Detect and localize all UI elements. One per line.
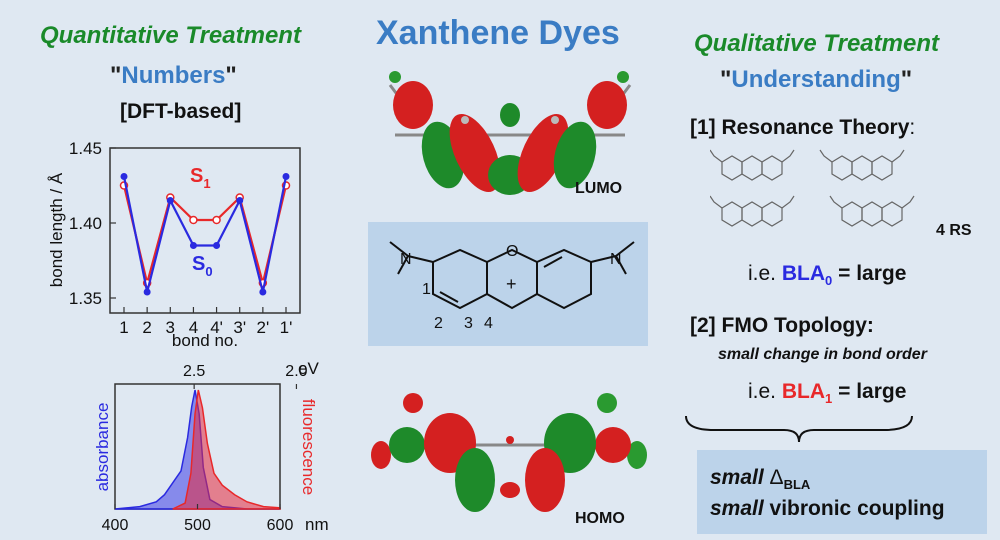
numbers-word: Numbers	[121, 62, 226, 89]
x-tick-label: 4	[189, 318, 198, 337]
result-line-2: small vibronic coupling	[710, 497, 945, 520]
point-S1	[189, 215, 198, 225]
lumo-label: LUMO	[575, 180, 623, 197]
y-tick-label: 1.45	[69, 139, 102, 158]
bond-length-ylabel: bond length / Å	[47, 172, 66, 287]
position-4: 4	[484, 315, 493, 332]
understanding-word: Understanding	[731, 66, 901, 93]
result-line-1: small ΔBLA	[710, 466, 811, 493]
x-tick-label: 1	[119, 318, 128, 337]
x-tick-label: 4'	[210, 318, 223, 337]
x-tick-label: 2'	[257, 318, 270, 337]
n-right-atom: N	[610, 251, 622, 268]
point-S0	[282, 173, 290, 180]
n-left-atom: N	[400, 251, 412, 268]
nm-tick-label: 600	[267, 517, 294, 534]
right-heading: Qualitative Treatment	[694, 30, 939, 57]
point-S0	[236, 197, 244, 204]
method-label: [DFT-based]	[120, 100, 242, 123]
left-heading: Quantitative Treatment	[40, 22, 301, 49]
position-1: 1	[422, 281, 431, 298]
position-3: 3	[464, 315, 473, 332]
point-S0	[213, 242, 221, 249]
bla1-line: i.e. BLA1 = large	[748, 380, 907, 407]
resonance-theory-label: [1] Resonance Theory:	[690, 116, 916, 139]
absorbance-label: absorbance	[93, 403, 112, 492]
ev-unit-label: eV	[298, 359, 319, 378]
nm-unit-label: nm	[305, 515, 329, 534]
point-S0	[259, 288, 267, 296]
xanthene-structure: N N O + 1 2 3 4	[389, 241, 635, 332]
x-tick-label: 1'	[280, 318, 293, 337]
rs-count: 4 RS	[936, 222, 972, 239]
x-tick-label: 3'	[233, 318, 246, 337]
structure-box	[368, 222, 648, 346]
series-line-S1	[122, 185, 288, 284]
point-S0	[120, 173, 128, 180]
point-S0	[189, 242, 197, 249]
spectrum-fluorescence	[172, 389, 281, 510]
series-line-S0	[122, 176, 288, 293]
charge-label: +	[506, 274, 517, 294]
fmo-topology-label: [2] FMO Topology:	[690, 314, 874, 337]
fmo-note: small change in bond order	[718, 346, 927, 363]
s1-label: S1	[190, 165, 211, 191]
bla0-line: i.e. BLA0 = large	[748, 262, 907, 289]
curly-brace	[685, 415, 913, 443]
fluorescence-label: fluorescence	[299, 399, 318, 495]
result-box	[697, 450, 987, 534]
nm-tick-label: 400	[102, 517, 129, 534]
point-S1	[212, 215, 221, 225]
position-2: 2	[434, 315, 443, 332]
s0-label: S0	[192, 253, 213, 279]
plot-frame	[109, 147, 301, 314]
homo-orbital	[371, 393, 647, 512]
x-tick-label: 2	[142, 318, 151, 337]
bond-no-xlabel: bond no.	[172, 331, 238, 350]
resonance-structures	[710, 149, 915, 227]
y-tick-label: 1.40	[69, 214, 102, 233]
right-quote: "Understanding"	[720, 66, 913, 93]
x-tick-label: 3	[166, 318, 175, 337]
left-quote: "Numbers"	[110, 62, 237, 89]
point-S0	[143, 288, 151, 296]
spectrum-chart: eV 2.5 2.0 400 500 600 nm absorbance fluore…	[93, 359, 329, 534]
homo-label: HOMO	[575, 510, 625, 527]
y-tick-label: 1.35	[69, 289, 102, 308]
main-title: Xanthene Dyes	[376, 14, 620, 52]
ev-tick-label: 2.5	[183, 363, 205, 380]
oxygen-atom: O	[506, 243, 518, 260]
lumo-orbital	[388, 71, 632, 195]
nm-tick-label: 500	[184, 517, 211, 534]
ev-tick-label: 2.0	[285, 363, 307, 380]
point-S0	[166, 197, 174, 204]
